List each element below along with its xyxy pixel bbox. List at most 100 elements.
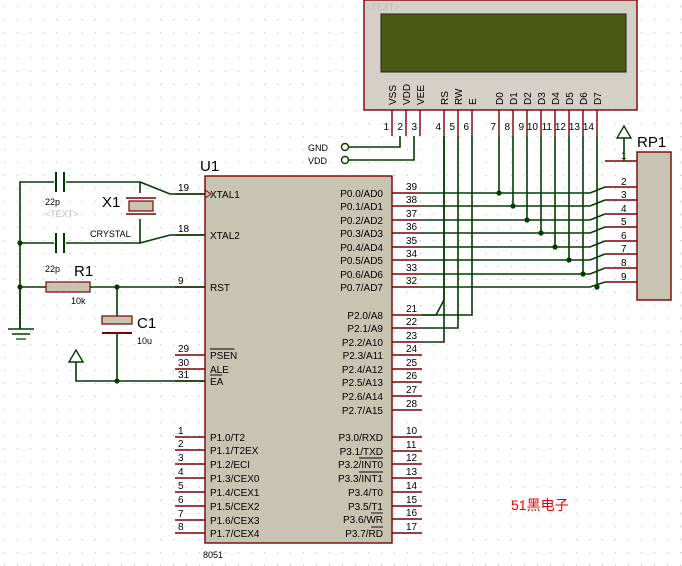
grid-dot [199, 253, 200, 254]
grid-dot [355, 32, 356, 33]
p0-bus-wire [422, 226, 606, 234]
rp1-pin-number: 2 [621, 177, 627, 188]
grid-dot [615, 448, 616, 449]
grid-dot [355, 149, 356, 150]
grid-dot [654, 318, 655, 319]
lcd-module[interactable]: <TEXT> VSS1VDD2VEE3RS4RW5E6D07D18D29D310… [363, 0, 638, 136]
grid-dot [264, 19, 265, 20]
grid-dot [628, 305, 629, 306]
grid-dot [394, 370, 395, 371]
lcd-pin-label: D4 [551, 92, 562, 105]
grid-dot [186, 45, 187, 46]
grid-dot [667, 409, 668, 410]
grid-dot [615, 136, 616, 137]
grid-dot [433, 487, 434, 488]
grid-dot [147, 253, 148, 254]
grid-dot [680, 97, 681, 98]
grid-dot [381, 123, 382, 124]
grid-dot [472, 331, 473, 332]
grid-dot [95, 383, 96, 384]
grid-dot [251, 6, 252, 7]
grid-dot [134, 279, 135, 280]
grid-dot [277, 84, 278, 85]
grid-dot [537, 500, 538, 501]
u1-pin-number: 16 [406, 508, 418, 519]
grid-dot [173, 227, 174, 228]
grid-dot [173, 331, 174, 332]
grid-dot [238, 71, 239, 72]
grid-dot [667, 422, 668, 423]
grid-dot [602, 552, 603, 553]
grid-dot [680, 45, 681, 46]
grid-dot [173, 253, 174, 254]
grid-dot [680, 123, 681, 124]
grid-dot [69, 214, 70, 215]
grid-dot [69, 513, 70, 514]
u1-pin-label: P1.4/CEX1 [210, 488, 260, 499]
grid-dot [654, 422, 655, 423]
crystal-icon[interactable] [128, 200, 154, 212]
grid-dot [95, 162, 96, 163]
grid-dot [628, 552, 629, 553]
grid-dot [212, 19, 213, 20]
grid-dot [121, 123, 122, 124]
grid-dot [615, 435, 616, 436]
electrolytic-cap-icon[interactable] [101, 315, 133, 325]
grid-dot [17, 84, 18, 85]
grid-dot [56, 266, 57, 267]
grid-dot [30, 175, 31, 176]
grid-dot [459, 409, 460, 410]
grid-dot [30, 292, 31, 293]
grid-dot [589, 422, 590, 423]
grid-dot [147, 175, 148, 176]
grid-dot [95, 461, 96, 462]
grid-dot [407, 318, 408, 319]
grid-dot [485, 214, 486, 215]
grid-dot [641, 6, 642, 7]
grid-dot [667, 149, 668, 150]
grid-dot [290, 19, 291, 20]
grid-dot [95, 175, 96, 176]
grid-dot [654, 331, 655, 332]
grid-dot [654, 136, 655, 137]
grid-dot [225, 123, 226, 124]
junction-dot [594, 284, 600, 290]
grid-dot [628, 448, 629, 449]
grid-dot [446, 461, 447, 462]
junction-dot [552, 244, 558, 250]
grid-dot [212, 162, 213, 163]
rp1-pin-number: 9 [621, 272, 627, 283]
grid-dot [342, 71, 343, 72]
grid-dot [433, 201, 434, 202]
grid-dot [654, 383, 655, 384]
grid-dot [108, 409, 109, 410]
grid-dot [420, 526, 421, 527]
grid-dot [82, 162, 83, 163]
grid-dot [17, 58, 18, 59]
grid-dot [199, 305, 200, 306]
grid-dot [4, 500, 5, 501]
grid-dot [615, 279, 616, 280]
grid-dot [30, 19, 31, 20]
grid-dot [381, 162, 382, 163]
grid-dot [160, 214, 161, 215]
grid-dot [160, 331, 161, 332]
grid-dot [186, 188, 187, 189]
lcd-pin-label: RS [440, 91, 451, 105]
grid-dot [17, 448, 18, 449]
grid-dot [576, 513, 577, 514]
grid-dot [680, 370, 681, 371]
grid-dot [667, 344, 668, 345]
grid-dot [511, 214, 512, 215]
grid-dot [654, 32, 655, 33]
grid-dot [212, 149, 213, 150]
grid-dot [498, 331, 499, 332]
grid-dot [589, 214, 590, 215]
grid-dot [680, 513, 681, 514]
grid-dot [56, 370, 57, 371]
grid-dot [563, 318, 564, 319]
oscillator-section: 22p <TEXT> 22p X1 CRYSTAL [17, 172, 205, 329]
grid-dot [667, 136, 668, 137]
u1-8051-ic[interactable]: U1 8051 19XTAL118XTAL29RST29PSEN30ALE31E… [175, 158, 422, 560]
